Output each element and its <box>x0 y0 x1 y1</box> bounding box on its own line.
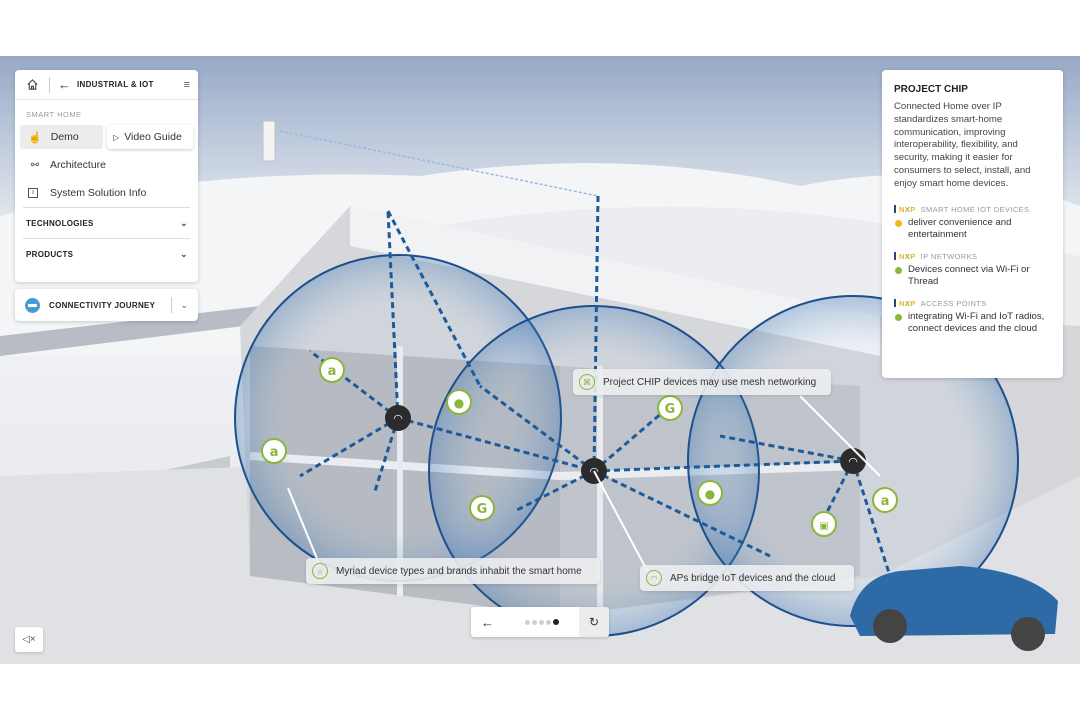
hand-pointer-icon: ☝ <box>28 131 42 144</box>
svg-text:●: ● <box>705 487 715 501</box>
category-heading: SMART HOME IOT DEVICES <box>920 204 1030 214</box>
smart-home-icon: ⌂ <box>312 563 328 579</box>
svg-text:▣: ▣ <box>819 521 828 532</box>
svg-text:◠: ◠ <box>393 412 403 425</box>
nav-item-architecture[interactable]: ⚯ Architecture <box>15 151 198 179</box>
nodes-icon: ⚯ <box>30 159 40 171</box>
callout-access-points[interactable]: ◠ APs bridge IoT devices and the cloud <box>640 565 854 591</box>
callout-mesh-networking[interactable]: ⌘ Project CHIP devices may use mesh netw… <box>573 369 831 395</box>
step-dot-active[interactable] <box>553 619 559 625</box>
info-panel: PROJECT CHIP Connected Home over IP stan… <box>882 70 1063 378</box>
chevron-down-icon[interactable]: ⌄ <box>180 299 188 310</box>
info-description: Connected Home over IP standardizes smar… <box>894 101 1031 189</box>
step-pager: ← ↻ <box>471 607 609 637</box>
nav-item-system-solution-info[interactable]: i System Solution Info <box>15 179 198 207</box>
home-icon[interactable] <box>23 76 41 94</box>
callout-text: Myriad device types and brands inhabit t… <box>336 565 582 577</box>
globe-icon <box>25 297 40 313</box>
video-guide-label: Video Guide <box>124 131 182 143</box>
category-text: deliver convenience and entertainment <box>908 216 1012 241</box>
callout-text: APs bridge IoT devices and the cloud <box>670 572 836 584</box>
menu-list-icon[interactable]: ≡ <box>183 78 190 91</box>
scene-stage: ◠ ◠ ◠ a a ● G G ● a ▣ <box>0 56 1080 664</box>
svg-text:a: a <box>328 364 337 379</box>
category-text: integrating Wi-Fi and IoT radios, connec… <box>908 310 1045 335</box>
category-heading: IP NETWORKS <box>920 251 978 261</box>
svg-text:◠: ◠ <box>848 455 858 468</box>
demo-label: Demo <box>50 131 79 143</box>
connectivity-journey-dropdown[interactable]: CONNECTIVITY JOURNEY ⌄ <box>15 289 198 321</box>
mesh-icon: ⌘ <box>579 374 595 390</box>
svg-text:a: a <box>881 494 890 509</box>
previous-arrow-icon[interactable]: ← <box>481 614 494 630</box>
back-arrow-icon[interactable]: ← <box>58 77 71 92</box>
restart-button[interactable]: ↻ <box>579 607 609 637</box>
divider <box>23 207 190 208</box>
demo-button[interactable]: ☝ Demo <box>20 125 104 149</box>
technologies-label: TECHNOLOGIES <box>26 218 94 228</box>
nav-item-label: System Solution Info <box>50 187 147 199</box>
play-icon: ▷ <box>113 132 120 142</box>
callout-text: Project CHIP devices may use mesh networ… <box>603 376 817 388</box>
divider <box>23 238 190 239</box>
status-dot <box>895 313 902 321</box>
mute-button[interactable]: ◁× <box>15 627 43 652</box>
speaker-muted-icon: ◁× <box>22 634 36 645</box>
category-text: Devices connect via Wi-Fi or Thread <box>908 263 1030 288</box>
category-heading: ACCESS POINTS <box>920 298 987 308</box>
step-dot[interactable] <box>525 619 530 625</box>
products-label: PRODUCTS <box>26 249 74 259</box>
step-indicator <box>525 619 559 625</box>
divider <box>171 297 173 313</box>
callout-device-types[interactable]: ⌂ Myriad device types and brands inhabit… <box>306 558 600 584</box>
nav-header: ← INDUSTRIAL & IOT ≡ <box>15 70 198 100</box>
info-icon: i <box>28 188 38 198</box>
status-dot <box>895 266 902 274</box>
wifi-icon: ◠ <box>646 570 662 586</box>
section-label: SMART HOME <box>26 110 82 119</box>
nav-item-label: Architecture <box>50 159 107 171</box>
products-accordion[interactable]: PRODUCTS ⌄ <box>15 239 198 269</box>
navigation-panel: ← INDUSTRIAL & IOT ≡ SMART HOME ☝ Demo ▷… <box>15 70 198 282</box>
step-dot[interactable] <box>546 619 551 625</box>
video-guide-button[interactable]: ▷ Video Guide <box>107 125 193 149</box>
svg-text:●: ● <box>454 396 464 410</box>
restart-icon: ↻ <box>588 615 600 629</box>
svg-text:G: G <box>665 402 676 417</box>
smart-home-illustration: ◠ ◠ ◠ a a ● G G ● a ▣ <box>0 120 1080 664</box>
journey-label: CONNECTIVITY JOURNEY <box>49 300 156 310</box>
step-dot[interactable] <box>539 619 544 625</box>
svg-text:a: a <box>270 445 279 460</box>
nav-title: INDUSTRIAL & IOT <box>77 80 154 89</box>
divider <box>49 76 50 93</box>
chevron-down-icon: ⌄ <box>180 248 188 259</box>
status-dot <box>895 219 902 227</box>
step-dot[interactable] <box>532 619 537 625</box>
chevron-down-icon: ⌄ <box>180 217 188 228</box>
svg-text:G: G <box>477 502 488 517</box>
technologies-accordion[interactable]: TECHNOLOGIES ⌄ <box>15 208 198 238</box>
info-title: PROJECT CHIP <box>894 84 968 95</box>
